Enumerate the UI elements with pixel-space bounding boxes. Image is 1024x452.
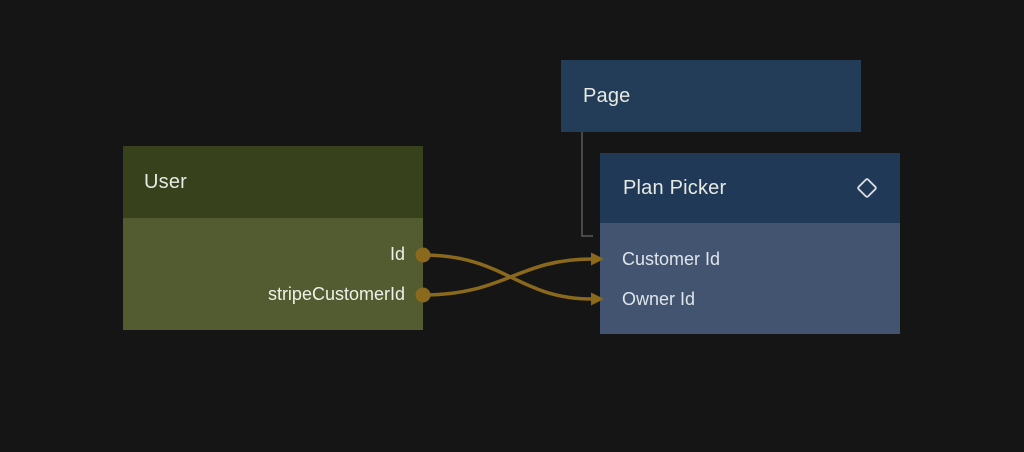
node-plan-picker-header[interactable]: Plan Picker [600,153,900,223]
field-row-owner-id[interactable]: Owner Id [600,279,900,319]
node-user[interactable]: User Id stripeCustomerId [123,146,423,330]
field-row-customer-id[interactable]: Customer Id [600,239,900,279]
node-plan-picker-title: Plan Picker [623,176,727,199]
field-row-user-id[interactable]: Id [123,234,423,274]
node-user-body: Id stripeCustomerId [123,218,423,330]
node-plan-picker-body: Customer Id Owner Id [600,223,900,334]
node-page-title: Page [583,84,631,107]
node-page-header[interactable]: Page [561,60,861,132]
node-page[interactable]: Page [561,60,861,132]
node-user-header[interactable]: User [123,146,423,218]
field-label: Id [389,243,405,264]
node-plan-picker[interactable]: Plan Picker Customer Id Owner Id [600,153,900,334]
field-label: Customer Id [622,248,721,269]
field-label: Owner Id [622,288,696,309]
node-user-title: User [144,170,188,193]
field-row-user-stripecustomerid[interactable]: stripeCustomerId [123,274,423,314]
edge-stripecustomerid-to-customer-id[interactable] [422,257,593,297]
diamond-icon [854,175,880,201]
field-label: stripeCustomerId [267,283,405,304]
edge-page-to-plan-picker[interactable] [581,132,593,237]
